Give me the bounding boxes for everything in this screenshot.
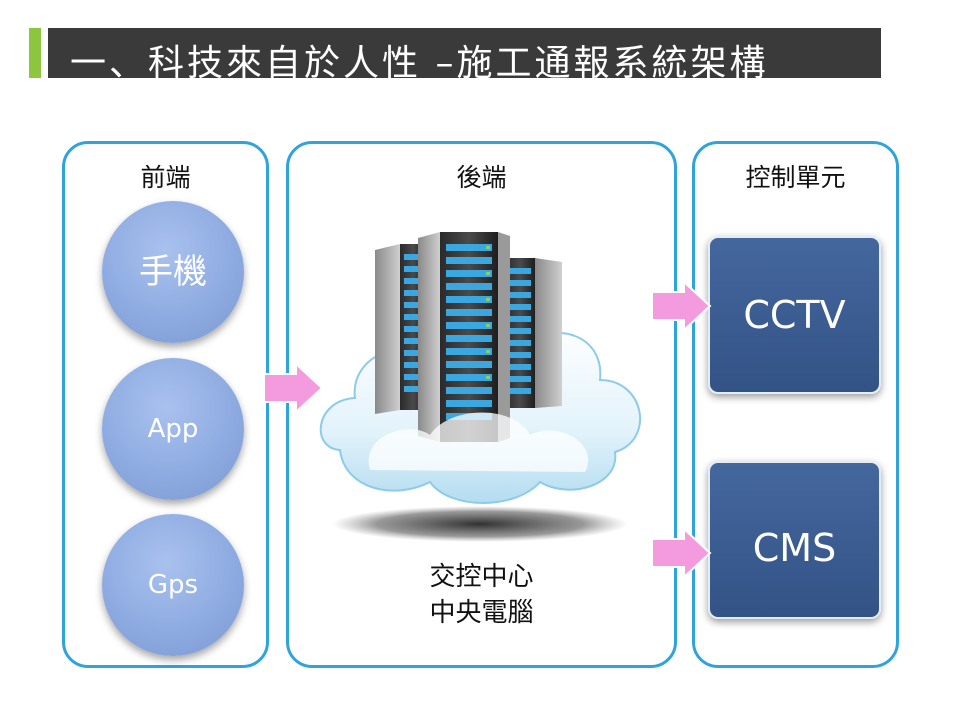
frontend-label: 前端 xyxy=(140,163,191,192)
arrow-right-icon xyxy=(651,280,712,332)
title-box: 一、科技來自於人性 –施工通報系統架構 xyxy=(48,28,881,78)
backend-label: 後端 xyxy=(456,163,507,192)
control-item-cctv: CCTV xyxy=(708,236,881,394)
cloud-shadow xyxy=(332,506,628,542)
control-item-cms: CMS xyxy=(708,461,881,619)
arrow-right-icon xyxy=(263,362,324,414)
title-accent-bar xyxy=(29,28,41,78)
server-rack-icon xyxy=(375,232,562,442)
cloud-server-illustration xyxy=(319,232,641,542)
backend-caption-line2: 中央電腦 xyxy=(429,598,534,628)
title-bar: 一、科技來自於人性 –施工通報系統架構 xyxy=(29,28,881,78)
frontend-item-phone: 手機 xyxy=(102,201,244,343)
frontend-item-gps: Gps xyxy=(102,514,244,656)
frontend-item-app: App xyxy=(102,358,244,500)
page-title: 一、科技來自於人性 –施工通報系統架構 xyxy=(70,43,769,78)
arrow-right-icon xyxy=(651,527,712,579)
control-label: 控制單元 xyxy=(745,163,846,192)
backend-caption-line1: 交控中心 xyxy=(429,562,534,592)
cloud-front-puff xyxy=(368,412,589,472)
